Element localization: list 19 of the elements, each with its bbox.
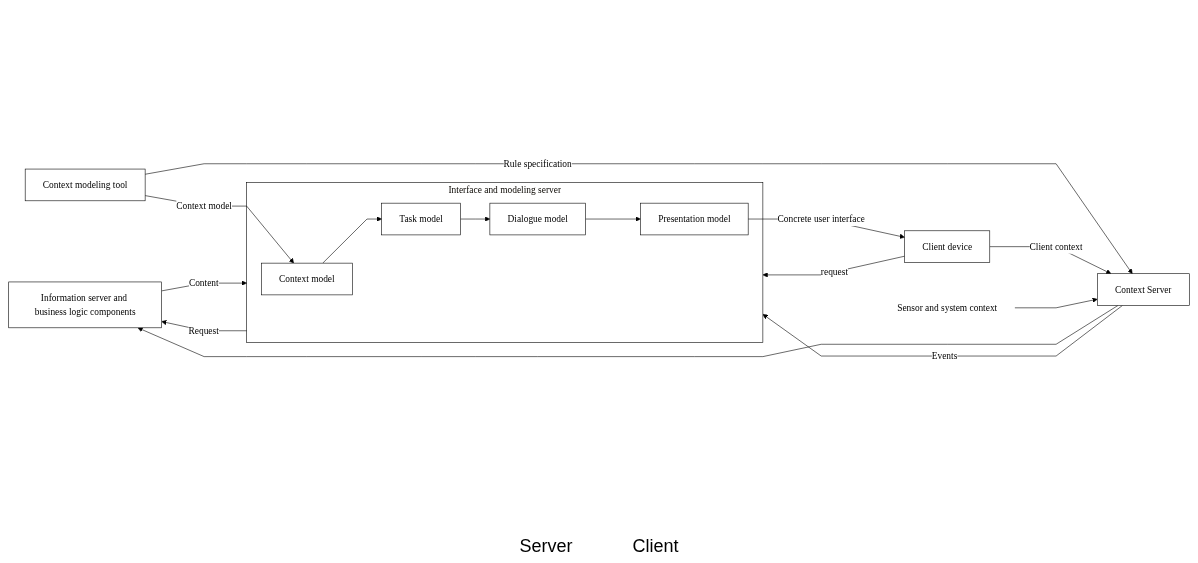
edge-label: Content (188, 277, 219, 288)
edge-label: Request (188, 325, 219, 336)
node-box: Information server and business logic components (8, 281, 162, 329)
node-box: Context Server (1097, 273, 1190, 306)
region-label: Server (519, 536, 573, 557)
node-box: Task model (381, 202, 461, 236)
node-box: Presentation model (640, 202, 749, 236)
edge-label: request (820, 266, 849, 277)
node-box: Client device (904, 230, 991, 263)
edge-label: Rule specification (503, 158, 572, 169)
edge-label: Client context (1029, 241, 1083, 252)
node-box: Dialogue model (489, 202, 586, 236)
edge-label: Events (931, 350, 958, 361)
node-text: Sensor and system context (897, 302, 998, 313)
edge-label: Context model (176, 200, 232, 211)
edge-label: Concrete user interface (777, 213, 865, 224)
region-label: Client (632, 536, 679, 557)
node-box: Context modeling tool (24, 168, 146, 202)
node-box: Context model (261, 262, 353, 296)
